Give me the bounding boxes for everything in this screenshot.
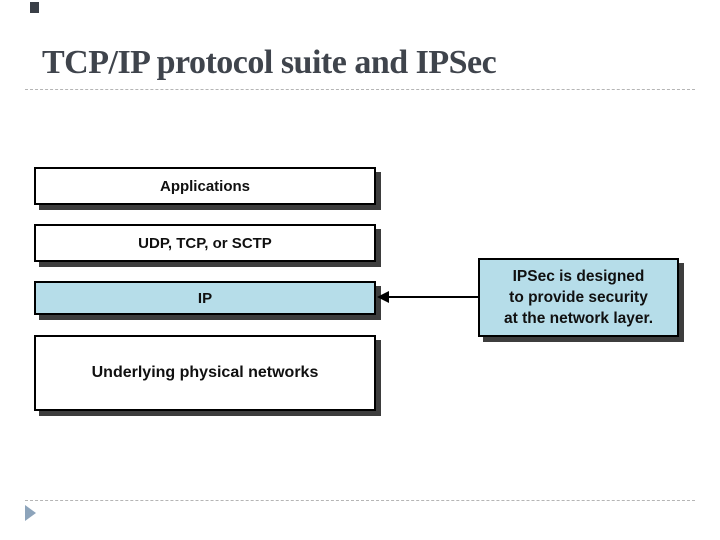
title-divider <box>25 89 695 90</box>
callout-line-2: to provide security <box>509 289 648 306</box>
layer-label-transport: UDP, TCP, or SCTP <box>138 234 272 252</box>
page-title: TCP/IP protocol suite and IPSec <box>42 44 497 81</box>
footer-divider <box>25 500 695 501</box>
callout-line-1: IPSec is designed <box>512 268 645 285</box>
layer-label-ip: IP <box>197 289 213 307</box>
corner-mark <box>30 2 39 13</box>
layer-box-applications: Applications <box>34 167 376 205</box>
callout-line-3: at the network layer. <box>503 310 654 327</box>
layer-box-transport: UDP, TCP, or SCTP <box>34 224 376 262</box>
left-arrowhead-icon <box>377 291 389 303</box>
layer-box-ip: IP <box>34 281 376 315</box>
layer-label-applications: Applications <box>159 177 250 195</box>
layer-label-physical: Underlying physical networks <box>91 364 319 381</box>
callout-arrow-line <box>388 296 478 298</box>
ipsec-callout: IPSec is designed to provide security at… <box>478 258 679 337</box>
right-triangle-icon <box>25 505 36 521</box>
layer-box-physical: Underlying physical networks <box>34 335 376 411</box>
